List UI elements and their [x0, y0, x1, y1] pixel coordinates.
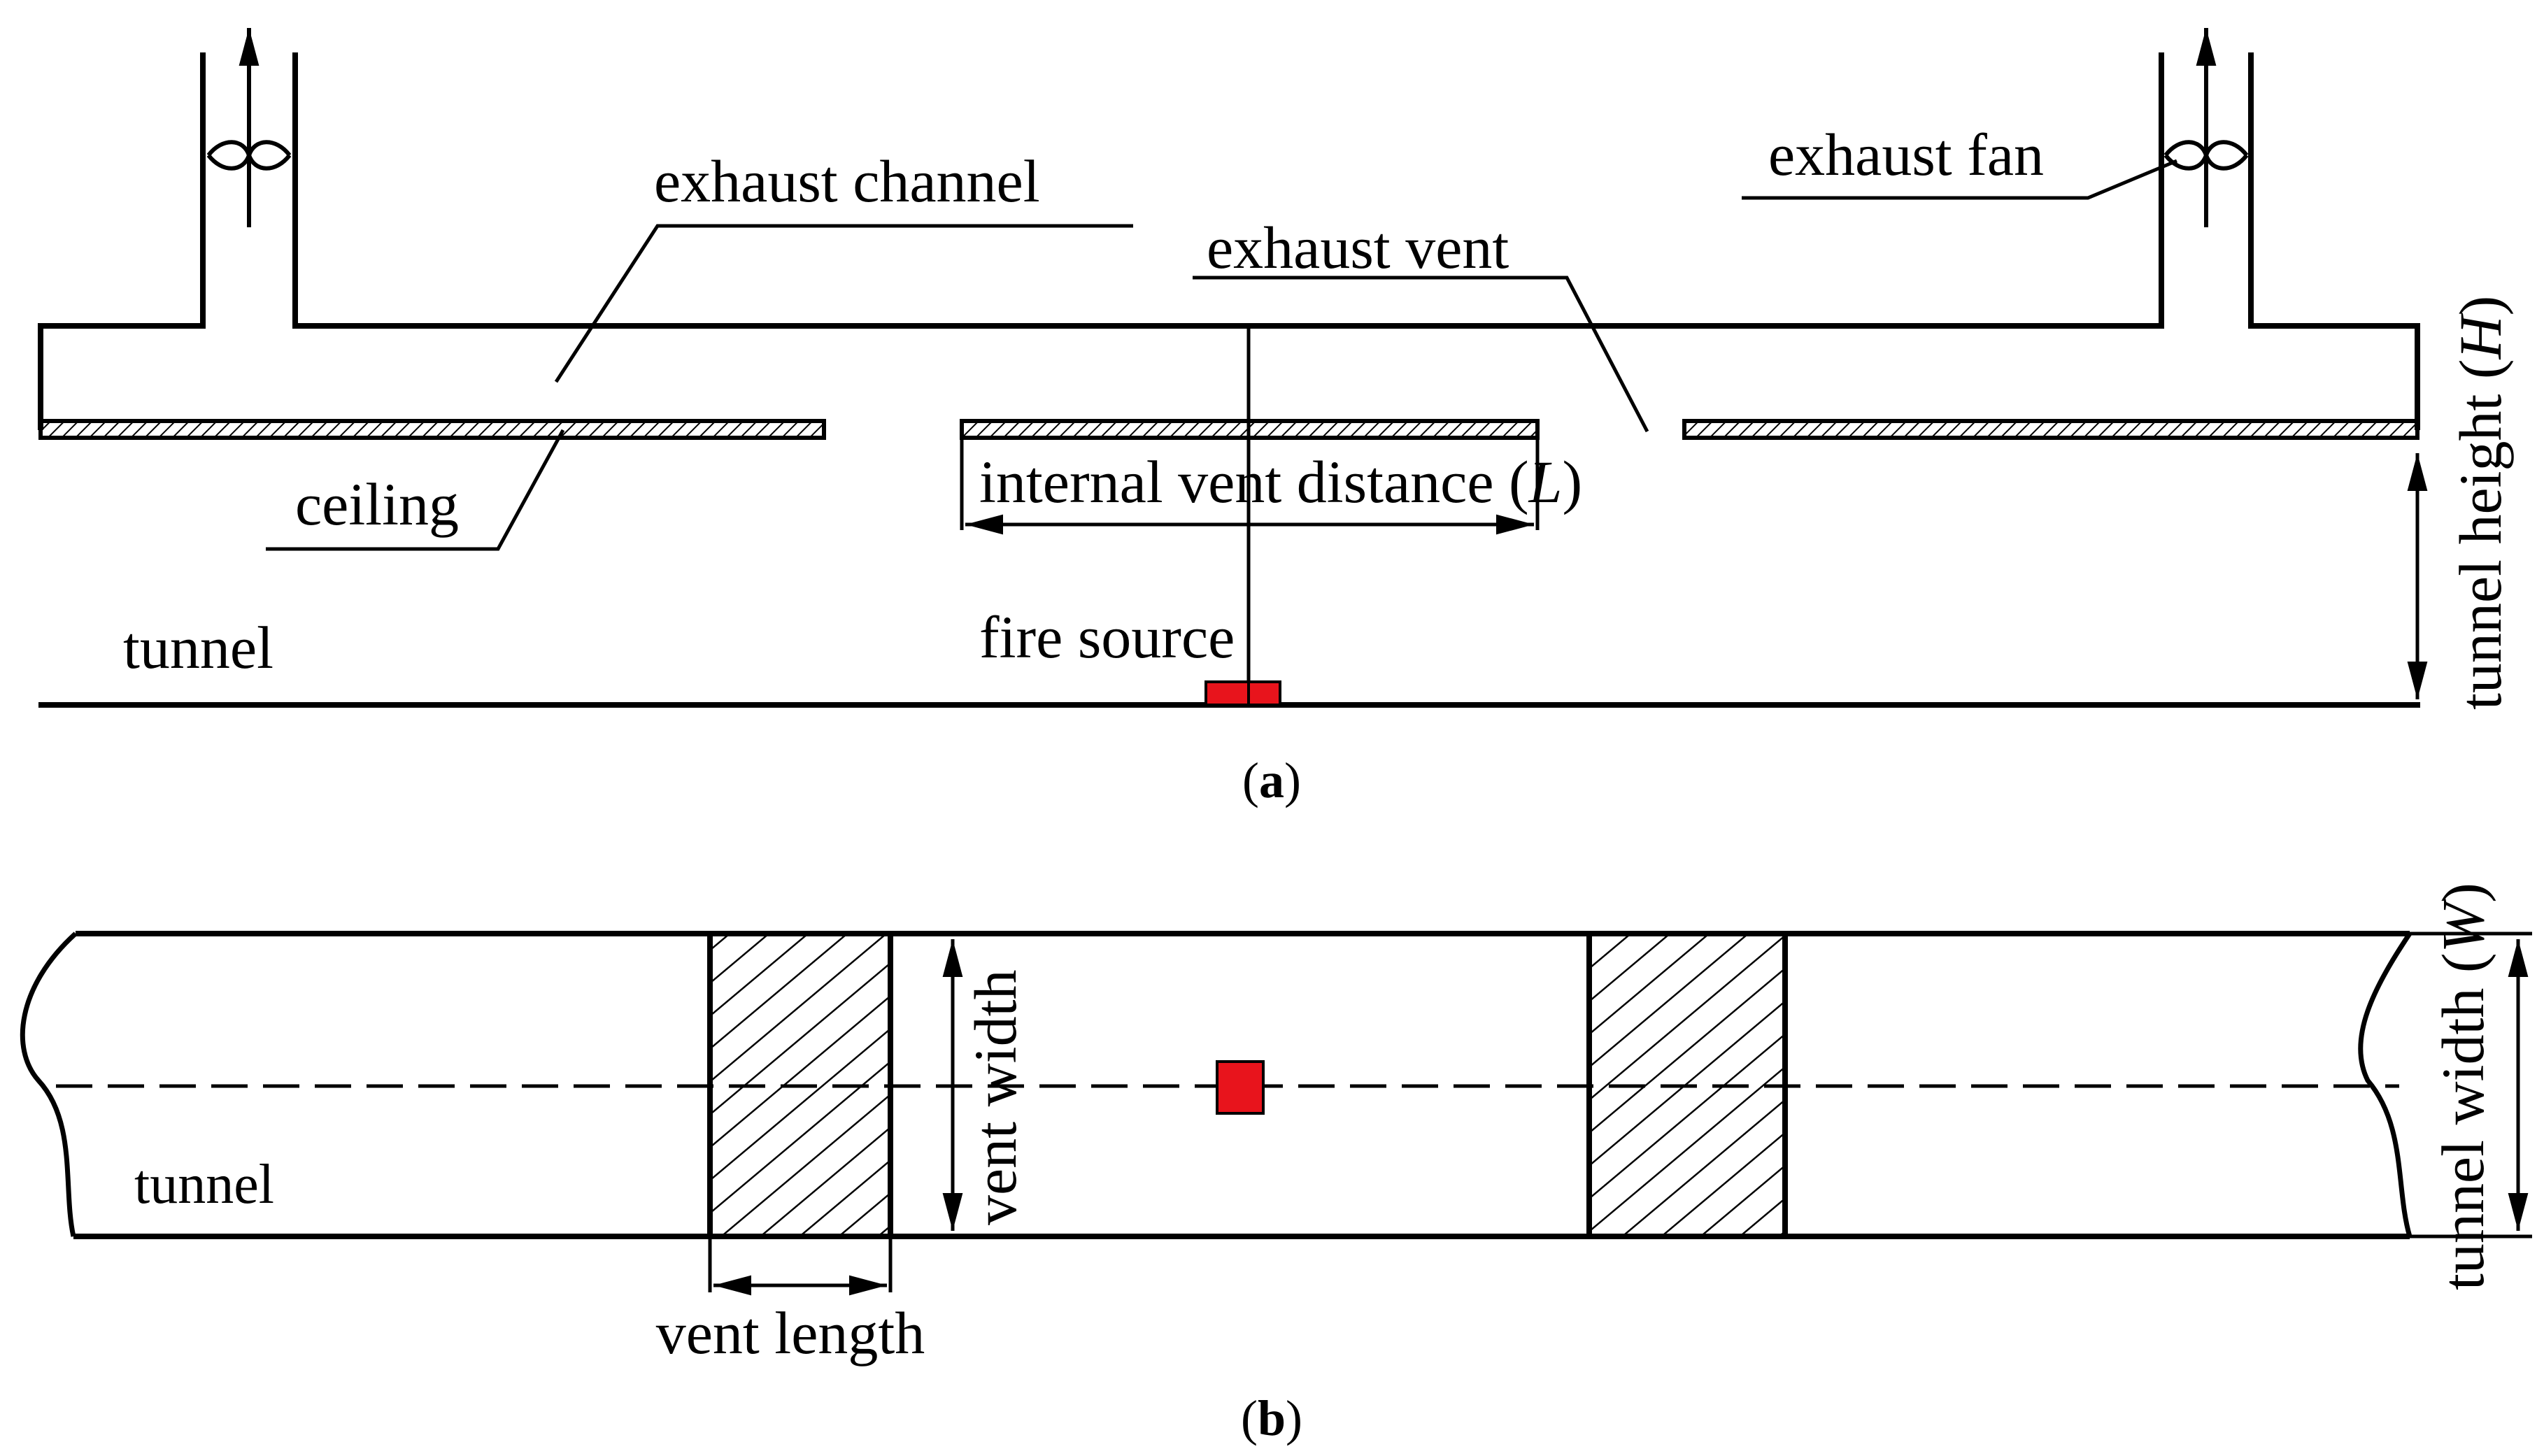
fan-icon: [2163, 140, 2249, 171]
label-exhaust-channel: exhaust channel: [654, 148, 1040, 215]
internal-vent-distance-dimension: [960, 438, 1540, 535]
leader-ceiling: [266, 429, 565, 551]
label-tunnel-width: tunnel width (W): [2429, 883, 2496, 1290]
leader-exhaust-channel: [554, 224, 1133, 383]
ceiling-segment-right: [1682, 419, 2419, 440]
tunnel-width-dimension: [2410, 932, 2532, 1239]
fire-source-side: [1205, 680, 1281, 706]
label-vent-width: vent width: [962, 970, 1029, 1225]
break-line-left: [20, 932, 78, 1237]
label-fire-source: fire source: [979, 604, 1235, 671]
fan-icon: [206, 140, 292, 171]
vent-length-dimension: [708, 1236, 893, 1296]
leader-exhaust-vent: [1193, 276, 1649, 433]
leader-exhaust-fan: [1742, 159, 2177, 200]
ceiling-segment-left: [38, 419, 826, 440]
exhaust-vent-right: [1586, 931, 1788, 1239]
label-exhaust-vent: exhaust vent: [1207, 214, 1509, 281]
label-ceiling: ceiling: [295, 471, 459, 538]
break-line-right: [2358, 932, 2412, 1237]
label-tunnel-height: tunnel height (H): [2447, 296, 2514, 710]
exhaust-vent-left: [707, 931, 893, 1239]
exhaust-fan-left: [206, 28, 292, 227]
leader-lines-a: [266, 159, 2177, 551]
exhaust-fan-right: [2163, 28, 2249, 227]
label-internal-vent-distance: internal vent distance (L): [979, 448, 1582, 515]
caption-b: (b): [1241, 1390, 1302, 1446]
caption-a: (a): [1242, 752, 1301, 808]
label-tunnel-side: tunnel: [123, 614, 273, 681]
label-exhaust-fan: exhaust fan: [1768, 121, 2044, 188]
label-vent-length: vent length: [656, 1299, 925, 1366]
exhaust-channel-outline: [38, 52, 2420, 430]
fire-source-plan: [1216, 1060, 1265, 1115]
label-tunnel-plan: tunnel: [134, 1154, 274, 1215]
